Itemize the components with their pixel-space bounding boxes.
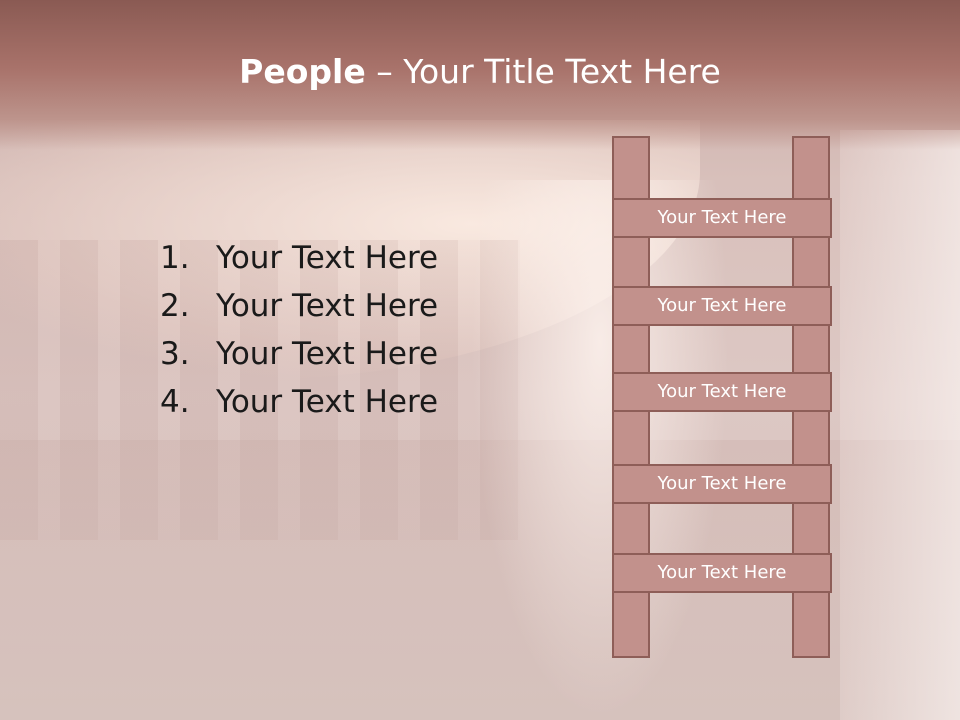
background-window	[840, 130, 960, 720]
list-text: Your Text Here	[216, 288, 439, 324]
list-text: Your Text Here	[216, 336, 439, 372]
background-light	[470, 180, 730, 720]
slide-title[interactable]: People – Your Title Text Here	[0, 52, 960, 91]
list-item: 2. Your Text Here	[160, 282, 438, 330]
ladder-rung-5[interactable]: Your Text Here	[612, 553, 832, 593]
list-item: 1. Your Text Here	[160, 234, 438, 282]
ladder-rung-1[interactable]: Your Text Here	[612, 198, 832, 238]
list-item: 3. Your Text Here	[160, 330, 438, 378]
numbered-list[interactable]: 1. Your Text Here 2. Your Text Here 3. Your…	[160, 234, 438, 426]
title-bold: People	[239, 52, 366, 91]
list-number: 4.	[160, 384, 190, 420]
list-text: Your Text Here	[216, 240, 439, 276]
list-number: 3.	[160, 336, 190, 372]
list-item: 4. Your Text Here	[160, 378, 438, 426]
ladder-rung-4[interactable]: Your Text Here	[612, 464, 832, 504]
ladder-rung-2[interactable]: Your Text Here	[612, 286, 832, 326]
list-number: 2.	[160, 288, 190, 324]
title-bar	[0, 0, 960, 150]
list-text: Your Text Here	[216, 384, 439, 420]
list-number: 1.	[160, 240, 190, 276]
title-rest: – Your Title Text Here	[365, 52, 721, 91]
ladder-rung-3[interactable]: Your Text Here	[612, 372, 832, 412]
